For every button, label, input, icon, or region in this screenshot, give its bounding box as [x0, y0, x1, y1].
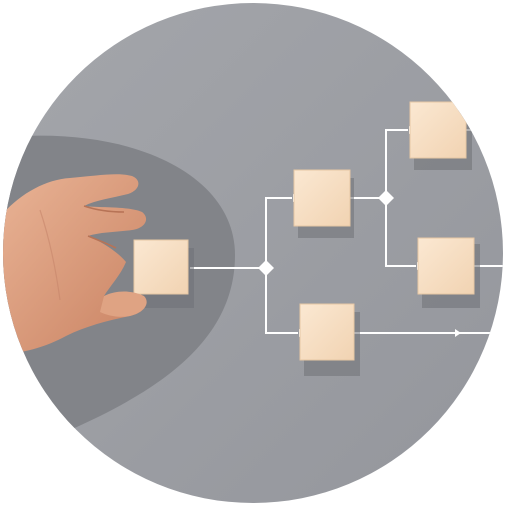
block-upper — [293, 169, 351, 227]
block-mid-right — [417, 237, 475, 295]
diamond-junction-icon — [378, 190, 394, 206]
connector-to-lower — [265, 268, 298, 334]
block-lower — [299, 303, 355, 361]
arrowhead-icon — [455, 329, 461, 337]
diamond-junction-icon — [258, 260, 274, 276]
connector-to-mid-right — [385, 198, 416, 267]
connector-to-upper — [265, 197, 292, 268]
thumb — [100, 291, 147, 317]
block-top-right — [409, 101, 467, 159]
held-block — [133, 239, 189, 295]
connector-to-top-right — [385, 129, 408, 198]
